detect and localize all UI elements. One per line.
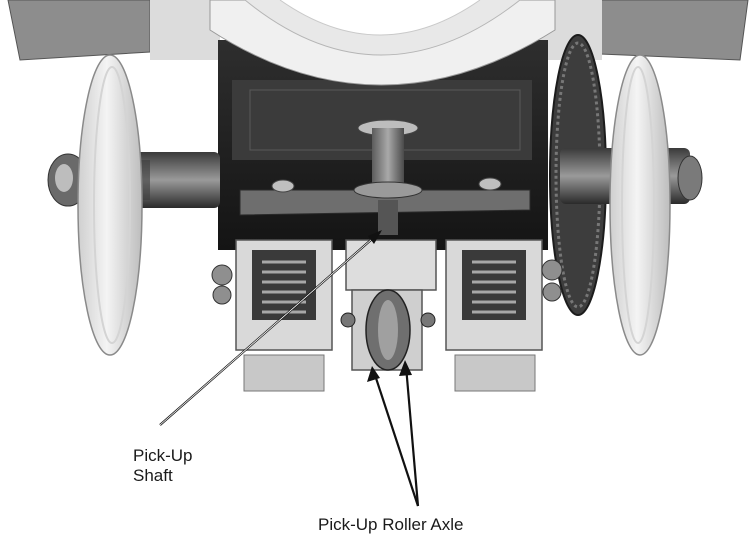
pick-up-shaft-label-line1: Pick-Up	[133, 446, 193, 465]
axle-arrowhead-left	[367, 366, 380, 382]
pick-up-roller	[340, 239, 437, 371]
axle-leader-line-left	[372, 371, 420, 507]
shaft-arrowhead	[368, 230, 382, 244]
right-wheel-assembly	[549, 34, 703, 356]
pick-up-shaft	[353, 119, 423, 235]
pick-up-shaft-label-line2: Shaft	[133, 466, 173, 485]
pick-up-shaft-label: Pick-Up Shaft	[133, 446, 193, 486]
top-plates	[7, 0, 749, 61]
white-tube	[209, 0, 556, 86]
axle-arrowhead-right	[399, 360, 412, 376]
pick-up-roller-axle-label: Pick-Up Roller Axle	[318, 515, 464, 534]
right-spring-block	[445, 239, 563, 392]
callout-lines	[159, 231, 420, 507]
left-spring-block	[211, 239, 333, 392]
axle-leader-line-right	[404, 365, 420, 507]
left-wheel-assembly	[47, 54, 220, 356]
callout-arrowheads	[367, 230, 412, 382]
